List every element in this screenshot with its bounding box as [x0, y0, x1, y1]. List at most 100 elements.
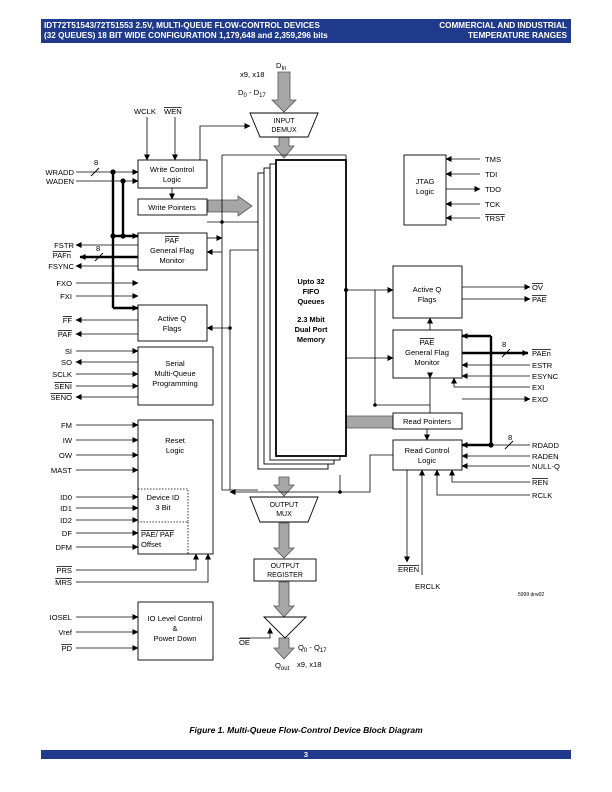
svg-text:FXI: FXI [60, 292, 72, 301]
io-level-block [137, 601, 214, 661]
svg-text:FXO: FXO [56, 279, 72, 288]
svg-text:Vref: Vref [58, 628, 73, 637]
mux-to-register-arrow [273, 522, 295, 559]
active-q-right-line1: Active Q [413, 285, 442, 294]
active-q-left-line2: Flags [163, 324, 182, 333]
read-control-block [392, 439, 463, 471]
serial-line2: Multi-Queue [154, 369, 195, 378]
svg-text:FSYNC: FSYNC [48, 262, 74, 271]
output-mux-line1: OUTPUT [270, 502, 300, 509]
wen-label: WEN [164, 107, 182, 116]
header-title-line1: IDT72T51543/72T51553 2.5V, MULTI-QUEUE F… [44, 21, 320, 30]
svg-text:TDI: TDI [485, 170, 497, 179]
svg-text:FSTR: FSTR [54, 241, 74, 250]
svg-text:TMS: TMS [485, 155, 501, 164]
wiring [75, 117, 531, 651]
bold-buses [79, 172, 529, 448]
svg-text:EXI: EXI [532, 383, 544, 392]
svg-text:EXO: EXO [532, 395, 548, 404]
svg-text:REN: REN [532, 478, 548, 487]
io-level-line1: IO Level Control [148, 614, 203, 623]
qout-arrow [273, 637, 295, 660]
pae-monitor-line3: Monitor [414, 358, 440, 367]
write-control-line1: Write Control [150, 165, 194, 174]
pafn-bus-width: 8 [96, 244, 100, 253]
header-title-line2: (32 QUEUES) 18 BIT WIDE CONFIGURATION 1,… [44, 31, 328, 40]
svg-text:RDADD: RDADD [532, 441, 560, 450]
svg-text:PAEn: PAEn [532, 349, 551, 358]
din-bus: D0 - D17 [238, 88, 266, 99]
active-q-left-line1: Active Q [158, 314, 187, 323]
svg-text:PD: PD [61, 644, 72, 653]
memory-to-mux-arrow [273, 476, 295, 497]
svg-text:Memory: Memory [297, 335, 326, 344]
jtag-block [403, 154, 447, 226]
svg-text:Upto 32: Upto 32 [297, 277, 324, 286]
block-outlines [137, 112, 463, 661]
din-label: DIn [276, 61, 287, 72]
svg-text:RADEN: RADEN [532, 452, 559, 461]
write-pointer-arrow [207, 195, 253, 217]
svg-text:DFM: DFM [56, 543, 72, 552]
svg-text:FF: FF [63, 316, 73, 325]
svg-text:ID2: ID2 [60, 516, 72, 525]
drawing-number: 5999 drw02 [518, 592, 544, 598]
paf-monitor-line2: General Flag [150, 246, 194, 255]
junction-dots [110, 169, 494, 494]
svg-text:WRADD: WRADD [45, 168, 74, 177]
paf-flag-monitor-block [137, 232, 208, 271]
svg-text:MRS: MRS [55, 578, 72, 587]
svg-text:SENO: SENO [50, 393, 72, 402]
figure-caption: Figure 1. Multi-Queue Flow-Control Devic… [189, 725, 423, 735]
svg-text:PAF: PAF [58, 330, 73, 339]
header-range-line1: COMMERCIAL AND INDUSTRIAL [439, 21, 567, 30]
din-width: x9, x18 [240, 70, 264, 79]
header-title: IDT72T51543/72T51553 2.5V, MULTI-QUEUE F… [44, 21, 328, 41]
eren-label: EREN [398, 565, 419, 574]
write-pointers-label: Write Pointers [148, 203, 196, 212]
svg-text:NULL-Q: NULL-Q [532, 462, 560, 471]
svg-text:SCLK: SCLK [52, 370, 72, 379]
offset-line2: Offset [141, 540, 162, 549]
demux-to-memory-arrow [273, 136, 295, 159]
pae-flag-monitor-block [392, 329, 463, 379]
oe-label: OE [239, 638, 250, 647]
din-arrow [271, 71, 297, 113]
paf-monitor-line1: PAF [165, 236, 180, 245]
svg-text:OV: OV [532, 283, 544, 292]
reset-logic-block [137, 419, 214, 555]
jtag-line2: Logic [416, 187, 434, 196]
svg-text:IW: IW [63, 436, 73, 445]
svg-text:WADEN: WADEN [46, 177, 74, 186]
rdadd-bus-width: 8 [508, 433, 512, 442]
svg-text:IOSEL: IOSEL [50, 613, 72, 622]
erclk-label: ERCLK [415, 582, 440, 591]
bus-slashes [90, 167, 514, 450]
svg-text:SO: SO [61, 358, 72, 367]
pae-monitor-line2: General Flag [405, 348, 449, 357]
wradd-bus-width: 8 [94, 158, 98, 167]
device-id-line2: 3 Bit [155, 503, 171, 512]
device-id-box [137, 488, 189, 523]
svg-text:ID0: ID0 [60, 493, 72, 502]
jtag-line1: JTAG [416, 177, 435, 186]
output-register-line1: OUTPUT [271, 563, 301, 570]
pae-monitor-line1: PAE [420, 338, 435, 347]
io-level-line3: Power Down [153, 634, 196, 643]
diagram-labels: DIn x9, x18 D0 - D17 INPUT DEMUX WCLK WE… [45, 61, 560, 672]
input-demux-line1: INPUT [274, 118, 296, 125]
reset-line1: Reset [165, 436, 186, 445]
paen-bus-width: 8 [502, 340, 506, 349]
serial-programming-block [137, 346, 214, 406]
memory-block [275, 159, 347, 457]
svg-text:Queues: Queues [297, 297, 324, 306]
serial-line1: Serial [165, 359, 185, 368]
wclk-label: WCLK [134, 107, 156, 116]
reset-line2: Logic [166, 446, 184, 455]
output-buffer-block [262, 616, 308, 639]
page-header-bar: IDT72T51543/72T51553 2.5V, MULTI-QUEUE F… [41, 19, 571, 43]
svg-text:FM: FM [61, 421, 72, 430]
svg-text:TCK: TCK [485, 200, 500, 209]
output-mux-line2: MUX [276, 511, 292, 518]
